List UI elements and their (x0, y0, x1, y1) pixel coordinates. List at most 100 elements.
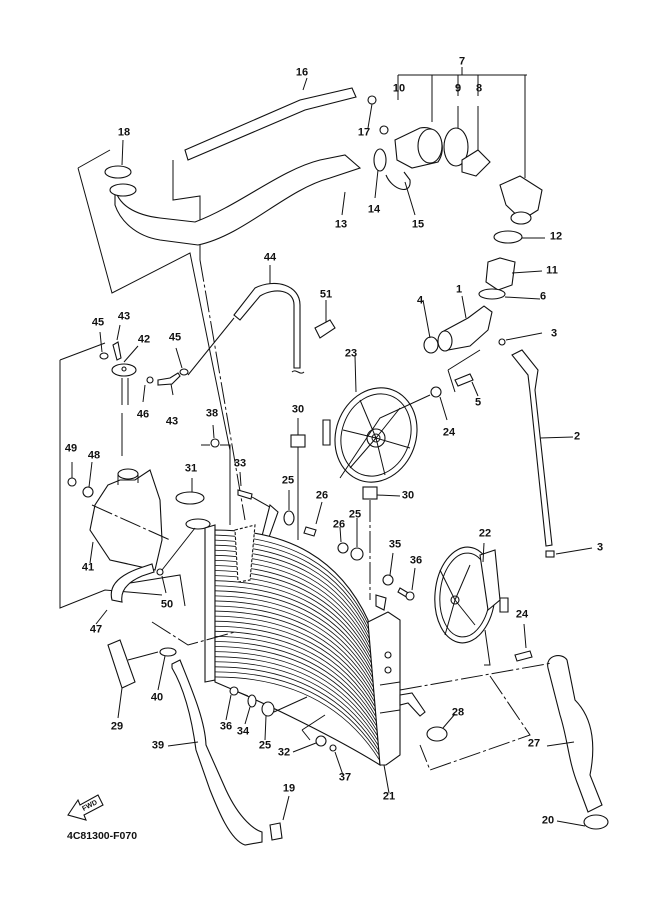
callout-6[interactable]: 6 (539, 290, 547, 303)
tank-cap-42 (99, 324, 189, 403)
callout-25[interactable]: 25 (281, 474, 295, 487)
callout-15[interactable]: 15 (411, 218, 425, 231)
figure-code: 4C81300-F070 (67, 830, 138, 842)
callout-10[interactable]: 10 (392, 82, 406, 95)
callout-24[interactable]: 24 (515, 608, 529, 621)
radiator-fin (214, 585, 373, 674)
callout-4[interactable]: 4 (416, 294, 424, 307)
callout-27[interactable]: 27 (527, 737, 541, 750)
callout-29[interactable]: 29 (110, 720, 124, 733)
callout-21[interactable]: 21 (382, 790, 396, 803)
radiator-fin (214, 666, 380, 751)
radiator-fin (214, 590, 374, 679)
assembly-outline (59, 149, 246, 609)
callout-26[interactable]: 26 (315, 489, 329, 502)
rubber-block-29 (107, 621, 236, 719)
callout-14[interactable]: 14 (367, 203, 381, 216)
callout-16[interactable]: 16 (295, 66, 309, 79)
clip-51 (314, 300, 336, 339)
callout-39[interactable]: 39 (151, 739, 165, 752)
callout-45[interactable]: 45 (91, 316, 105, 329)
callout-50[interactable]: 50 (160, 598, 174, 611)
callout-46[interactable]: 46 (136, 408, 150, 421)
hose-39 (157, 647, 290, 846)
callout-17[interactable]: 17 (357, 126, 371, 139)
callout-8[interactable]: 8 (475, 82, 483, 95)
radiator-fin (214, 646, 378, 732)
radiator-fin (214, 641, 378, 727)
radiator-fin (214, 636, 377, 722)
radiator-fin (214, 600, 374, 688)
callout-24[interactable]: 24 (442, 426, 456, 439)
callout-7[interactable]: 7 (458, 55, 466, 68)
radiator-fin (214, 656, 379, 742)
radiator-mount-parts-right (337, 518, 416, 611)
callout-25[interactable]: 25 (348, 508, 362, 521)
callout-35[interactable]: 35 (388, 538, 402, 551)
callout-12[interactable]: 12 (549, 230, 563, 243)
callout-43[interactable]: 43 (165, 415, 179, 428)
callout-51[interactable]: 51 (319, 288, 333, 301)
thermostat-assembly (367, 95, 543, 225)
radiator-fin (214, 580, 373, 669)
bolt-49 (67, 461, 94, 498)
callout-28[interactable]: 28 (451, 706, 465, 719)
callout-43[interactable]: 43 (117, 310, 131, 323)
radiator-fin (214, 676, 380, 761)
callout-32[interactable]: 32 (277, 746, 291, 759)
clamp-28 (426, 713, 456, 742)
callout-42[interactable]: 42 (137, 333, 151, 346)
rubber-block-30 (290, 418, 401, 600)
callout-19[interactable]: 19 (282, 782, 296, 795)
radiator-fin (214, 661, 379, 746)
radiator-fin (214, 605, 375, 693)
callout-20[interactable]: 20 (541, 814, 555, 827)
callout-23[interactable]: 23 (344, 347, 358, 360)
callout-49[interactable]: 49 (64, 442, 78, 455)
callout-1[interactable]: 1 (455, 283, 463, 296)
callout-30[interactable]: 30 (401, 489, 415, 502)
hose-47 (95, 563, 155, 625)
bolt-24-top (430, 386, 448, 421)
callout-25[interactable]: 25 (258, 739, 272, 752)
callout-37[interactable]: 37 (338, 771, 352, 784)
callout-40[interactable]: 40 (150, 691, 164, 704)
radiator-fin (214, 595, 374, 684)
callout-45[interactable]: 45 (168, 331, 182, 344)
callout-18[interactable]: 18 (117, 126, 131, 139)
callout-38[interactable]: 38 (205, 407, 219, 420)
callout-2[interactable]: 2 (573, 430, 581, 443)
callout-48[interactable]: 48 (87, 449, 101, 462)
fan-motor-23 (322, 355, 431, 483)
callout-30[interactable]: 30 (291, 403, 305, 416)
pipe-1-group (422, 295, 543, 397)
forward-arrow-icon (67, 794, 104, 821)
callout-3[interactable]: 3 (550, 327, 558, 340)
reservoir-tank-41 (89, 378, 171, 571)
callout-47[interactable]: 47 (89, 623, 103, 636)
hose-44 (187, 265, 305, 376)
callout-3[interactable]: 3 (596, 541, 604, 554)
radiator-fin (214, 630, 377, 717)
callout-22[interactable]: 22 (478, 527, 492, 540)
callout-13[interactable]: 13 (334, 218, 348, 231)
callout-26[interactable]: 26 (332, 518, 346, 531)
callout-31[interactable]: 31 (184, 462, 198, 475)
radiator-21 (204, 524, 426, 794)
callout-44[interactable]: 44 (263, 251, 277, 264)
callout-36[interactable]: 36 (409, 554, 423, 567)
radiator-fin (214, 671, 380, 756)
fan-motor-22 (434, 542, 509, 666)
callout-11[interactable]: 11 (546, 264, 558, 277)
callout-5[interactable]: 5 (474, 396, 482, 409)
callout-36[interactable]: 36 (219, 720, 233, 733)
hose-13 (104, 139, 362, 246)
callout-41[interactable]: 41 (81, 561, 95, 574)
callout-34[interactable]: 34 (236, 725, 250, 738)
radiator-mount-parts-lower (225, 686, 344, 776)
callout-33[interactable]: 33 (233, 457, 247, 470)
hose-27 (399, 623, 603, 813)
callout-9[interactable]: 9 (454, 82, 462, 95)
